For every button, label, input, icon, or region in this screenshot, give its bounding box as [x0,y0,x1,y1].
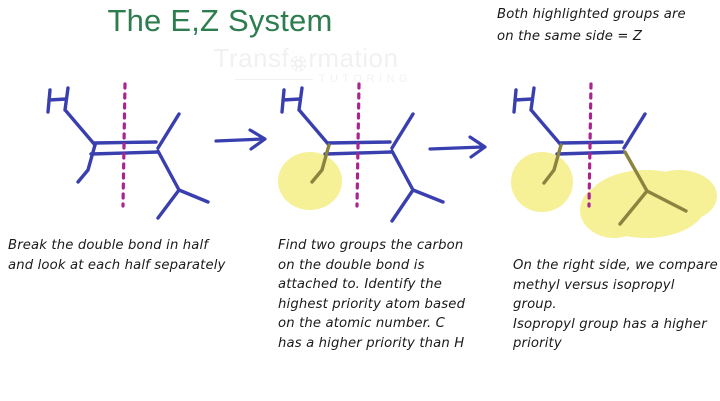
caption-step-3: On the right side, we compare methyl ver… [513,258,718,351]
dashed-bisector-line [121,82,127,208]
bond-c1-methyl [76,143,97,184]
page-title: The E,Z System [107,3,333,38]
watermark-text-after: rmation [308,43,399,73]
bond-c2-ch [390,149,415,192]
arrow-head [248,128,267,151]
h-stroke-bar [281,97,302,102]
double-bond-upper [326,140,392,145]
caption-step-1: Break the double bond in half and look a… [8,238,226,273]
watermark-text-before: Transf [213,43,290,73]
bond-ipr-methyl-b [411,188,445,204]
bond-ipr-methyl-a [390,188,415,223]
arrow-shaft [214,137,265,143]
bond-c1-methyl-highlighted [310,143,331,184]
bond-c2-methyl [622,112,647,150]
dashed-bisector-line [355,82,361,208]
double-bond-upper [558,140,624,145]
highlight-right-isopropyl [580,170,717,238]
bond-c2-ch [156,149,181,192]
arrow-shaft [428,145,485,151]
bond-c2-methyl [156,112,181,150]
dashed-bisector-line [587,82,593,208]
arrow-step1-to-step2 [214,126,274,164]
note-same-side-z: Both highlighted groups are on the same … [497,7,686,44]
watermark-main-text: Transf [196,45,416,71]
bond-ipr-methyl-b [177,188,210,204]
arrow-head [468,135,487,159]
bond-ipr-methyl-a-highlighted [618,189,649,226]
highlight-left-methyl [278,152,342,210]
bond-c2-methyl [390,112,415,150]
bond-h-to-c1 [530,109,563,147]
h-stroke-bar [513,97,534,102]
molecule-step-2 [262,78,462,237]
highlight-left-methyl [511,152,573,212]
bond-ipr-methyl-b-highlighted [645,189,688,213]
caption-step-2: Find two groups the carbon on the double… [278,238,466,351]
bond-h-to-c1 [298,109,331,147]
bond-c2-ch-highlighted [623,150,649,193]
double-bond-upper [92,140,158,145]
bond-c1-methyl-highlighted [542,143,563,185]
h-stroke-bar [47,97,68,102]
arrow-step2-to-step3 [428,132,494,170]
bond-h-to-c1 [64,109,97,147]
molecule-step-1 [28,78,228,232]
gear-flower-icon [289,51,308,71]
bond-ipr-methyl-a [156,188,181,220]
molecule-step-3 [494,78,720,247]
